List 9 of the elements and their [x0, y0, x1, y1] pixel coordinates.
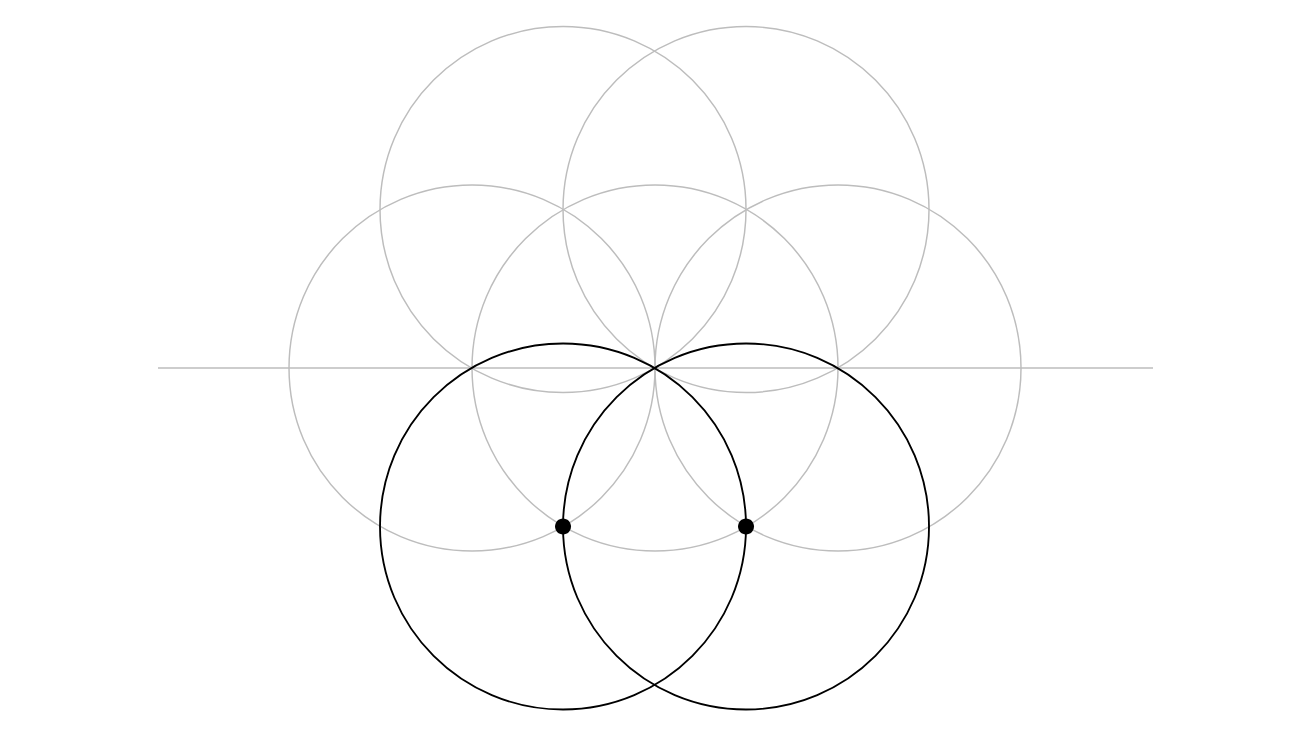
point-dot: [738, 518, 754, 535]
construction-circle: [562, 25, 930, 394]
construction-circle: [471, 184, 839, 552]
construction-circle: [654, 184, 1022, 552]
construction-circle: [379, 342, 747, 711]
construction-circle: [379, 25, 747, 394]
construction-circle: [562, 342, 930, 711]
construction-circle: [288, 184, 656, 552]
point-dot: [555, 518, 571, 535]
